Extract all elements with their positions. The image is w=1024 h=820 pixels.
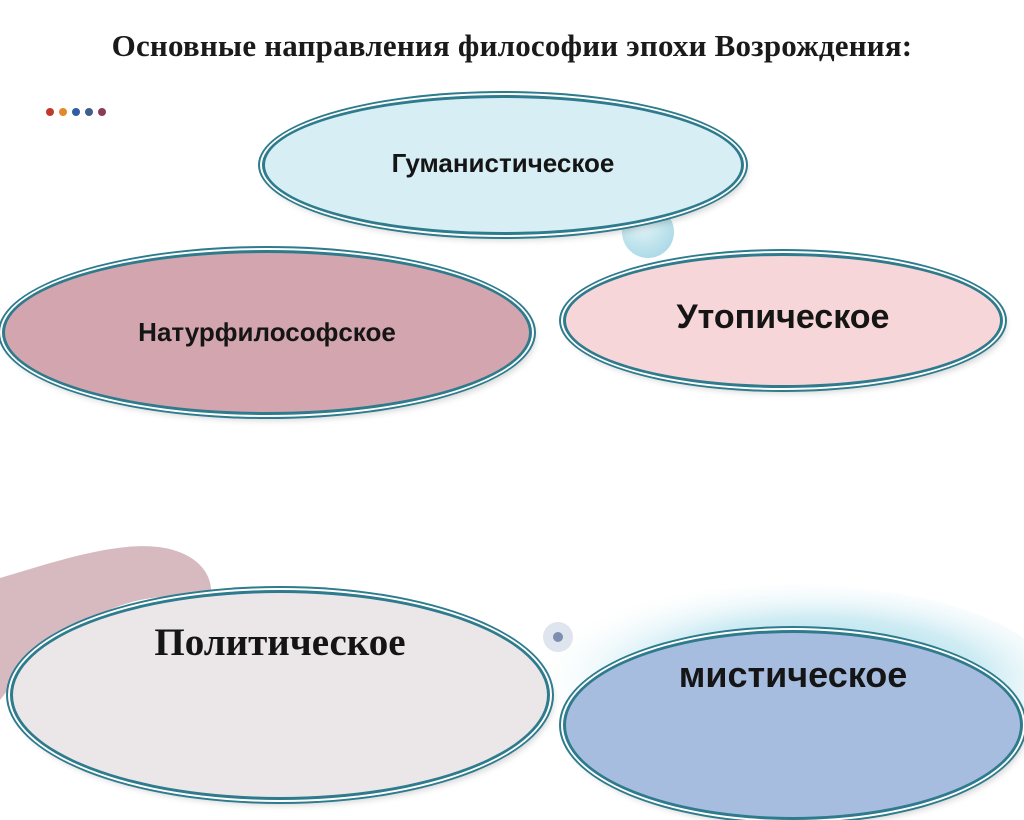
naturphilosophy-label: Натурфилософское <box>138 317 396 348</box>
utopian-node: Утопическое <box>563 253 1003 388</box>
dot-5 <box>98 108 106 116</box>
mystical-label: мистическое <box>679 654 908 696</box>
small-bubble-center <box>553 632 563 642</box>
humanistic-node: Гуманистическое <box>262 95 744 235</box>
dot-3 <box>72 108 80 116</box>
political-label: Политическое <box>154 620 405 665</box>
decorative-dots <box>46 108 106 116</box>
dot-2 <box>59 108 67 116</box>
humanistic-label: Гуманистическое <box>392 148 615 179</box>
dot-1 <box>46 108 54 116</box>
political-node: Политическое <box>10 590 550 800</box>
dot-4 <box>85 108 93 116</box>
slide-title: Основные направления философии эпохи Воз… <box>0 28 1024 64</box>
utopian-label: Утопическое <box>677 298 890 337</box>
mystical-node: мистическое <box>563 630 1023 820</box>
naturphilosophy-node: Натурфилософское <box>2 250 532 415</box>
